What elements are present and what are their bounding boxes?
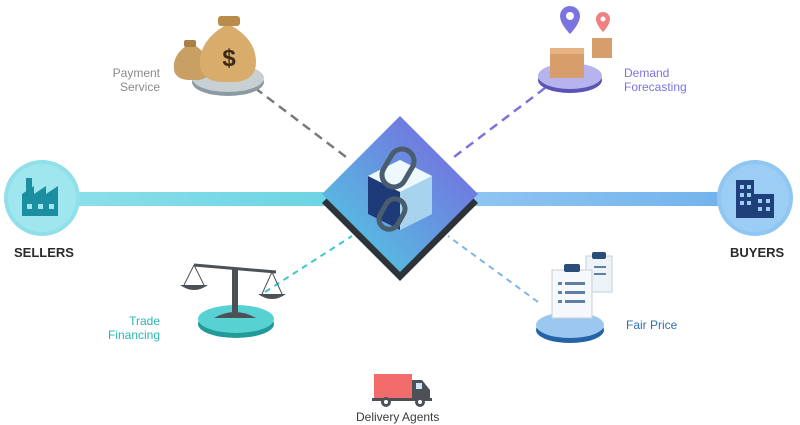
fair-price-node	[536, 252, 613, 343]
money-bag-icon: $	[173, 16, 256, 82]
hub	[322, 116, 478, 281]
factory-icon	[22, 178, 58, 216]
fair-price-connector	[447, 235, 539, 303]
trade-label-line1: Trade	[129, 314, 160, 328]
office-building-icon	[736, 180, 774, 218]
trade-connector	[264, 235, 353, 293]
demand-label-line2: Forecasting	[624, 80, 687, 94]
clipboard-list-icon	[551, 252, 613, 319]
buyers-connector	[460, 192, 760, 206]
demand-label: Demand Forecasting	[624, 66, 687, 94]
sellers-connector	[40, 192, 340, 206]
payment-label-line1: Payment	[112, 66, 160, 80]
demand-connector	[449, 87, 546, 161]
sellers-node	[4, 160, 80, 236]
payment-connector	[254, 87, 351, 161]
chain-link-cube-icon	[368, 146, 432, 232]
connector-lines	[40, 87, 760, 303]
svg-text:$: $	[222, 45, 236, 72]
demand-node	[538, 6, 612, 93]
buyers-node	[717, 160, 793, 236]
fair-price-label: Fair Price	[626, 318, 678, 332]
delivery-label: Delivery Agents	[356, 410, 440, 424]
map-pin-box-icon	[550, 6, 612, 78]
trade-label-line2: Financing	[107, 328, 160, 342]
sellers-label: SELLERS	[14, 245, 74, 260]
delivery-node	[372, 374, 432, 407]
trade-node	[180, 263, 286, 338]
trade-label: Trade Financing	[100, 314, 160, 342]
payment-node: $	[173, 16, 264, 96]
delivery-truck-icon	[372, 374, 432, 407]
balance-scale-icon	[180, 263, 286, 318]
buyers-label: BUYERS	[730, 245, 785, 260]
payment-label: Payment Service	[108, 66, 160, 94]
payment-label-line2: Service	[119, 80, 160, 94]
demand-label-line1: Demand	[624, 66, 670, 80]
